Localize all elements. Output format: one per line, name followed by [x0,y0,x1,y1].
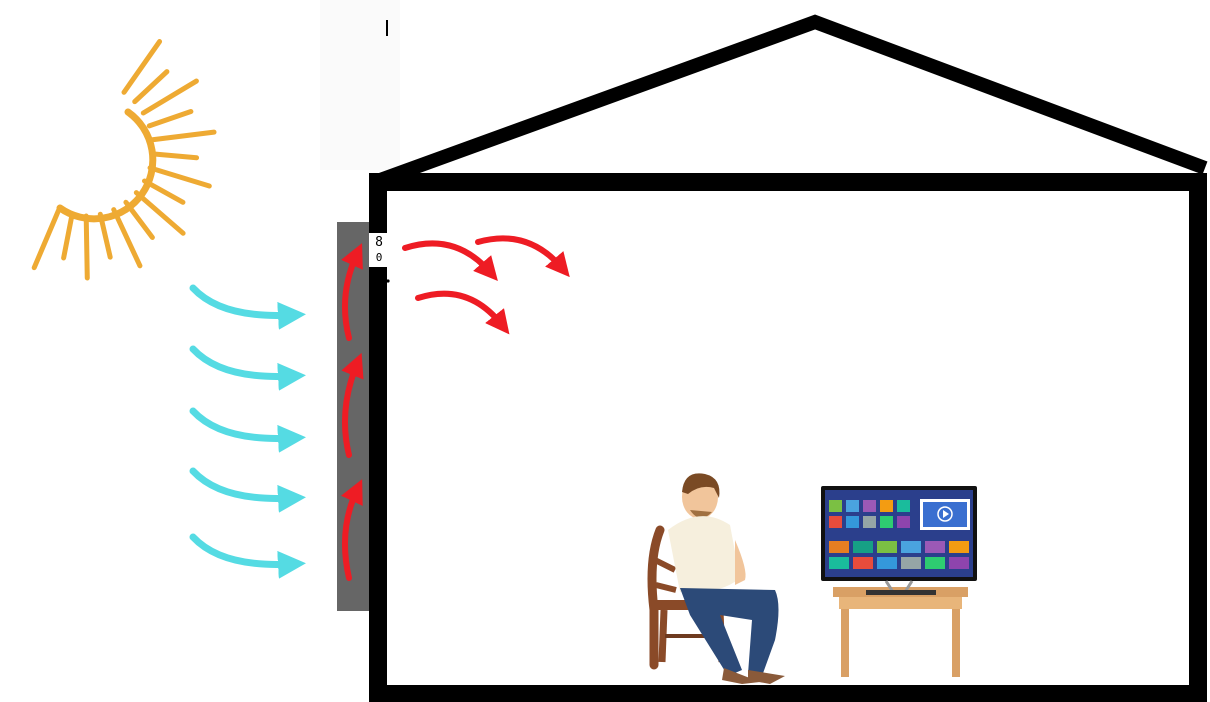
house-roof [372,22,1205,183]
sun-ray [152,132,214,140]
sun-ray [144,181,182,202]
tv-app-tile [829,557,849,569]
tv-app-tile [880,516,893,528]
tv-app-tile [846,500,859,512]
tv-app-tile [897,500,910,512]
house [372,22,1205,694]
vent-marker-bottom: 0 [376,251,383,264]
sun-icon [34,42,214,278]
warm-air-arrow-icon [405,243,490,272]
tv-app-tile [829,500,842,512]
tv-app-tile [863,500,876,512]
warm-air-room-arrows [405,238,562,325]
tv-app-tile [949,557,969,569]
cool-air-arrow-icon [193,288,292,315]
tv-app-tile [925,541,945,553]
sun-ray [126,202,152,237]
tv-app-tile [901,541,921,553]
tv-app-tile [829,516,842,528]
tv-app-tile [901,557,921,569]
sun-ray [153,154,197,158]
sun-ray [150,168,209,186]
solar-air-collector-panel [337,222,369,611]
tv-app-tile [829,541,849,553]
tv-app-tile [897,516,910,528]
cool-air-arrow-icon [193,537,292,564]
tv-app-tile [877,541,897,553]
tv-icon [821,486,977,595]
cool-air-arrow-icon [193,411,292,438]
tv-app-tile [863,516,876,528]
tv-app-tile [949,541,969,553]
incoming-air-arrows [193,288,292,564]
vent-marker-top: 8 [375,235,383,250]
person-icon [668,473,785,684]
sun-ray [135,72,167,102]
cool-air-arrow-icon [193,471,292,498]
house-wall [378,182,1198,694]
tv-app-tile [853,557,873,569]
vent-dot [386,279,389,282]
tv-app-tile [853,541,873,553]
tv-app-tile [925,557,945,569]
tv-app-tile [880,500,893,512]
warm-air-arrow-icon [418,294,502,325]
tv-app-tile [846,516,859,528]
sun-ray [86,216,87,278]
sun-ray [149,112,191,126]
tv-app-tile [877,557,897,569]
sun-ray [64,215,72,258]
warm-air-arrow-icon [478,238,562,268]
table-icon [833,587,968,677]
sun-ray [34,211,58,268]
cool-air-arrow-icon [193,349,292,376]
